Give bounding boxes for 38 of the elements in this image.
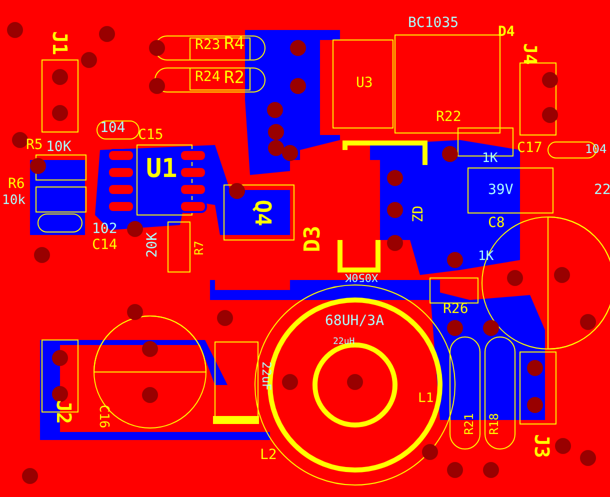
- component-designator: Q4: [250, 200, 272, 226]
- component-designator: R5: [26, 138, 43, 152]
- component-designator: J3: [532, 434, 552, 458]
- component-designator: R6: [8, 177, 25, 191]
- component-designator: D4: [498, 25, 515, 39]
- component-designator: L2: [260, 448, 277, 462]
- component-designator: R24: [195, 70, 220, 84]
- component-designator: C8: [488, 216, 505, 230]
- component-value: 10k: [2, 194, 26, 207]
- component-designator: J1: [50, 30, 70, 56]
- component-value: 104: [100, 121, 126, 135]
- component-designator: R18: [488, 413, 500, 435]
- component-designator: U3: [356, 76, 373, 90]
- component-designator: ZD: [411, 206, 426, 222]
- component-designator: R22: [436, 110, 462, 124]
- component-value: 22uF: [260, 362, 272, 390]
- component-value: 22: [594, 183, 610, 197]
- component-value: 102: [92, 222, 118, 236]
- component-designator: C17: [517, 141, 542, 155]
- component-designator: J4: [520, 43, 538, 65]
- component-designator: R23: [195, 38, 220, 52]
- component-designator: L1: [418, 392, 434, 405]
- component-designator: U1: [146, 156, 178, 182]
- component-designator: J2: [54, 400, 74, 424]
- component-designator: C15: [138, 128, 164, 142]
- component-value: 10K: [46, 140, 72, 154]
- component-designator: C14: [92, 238, 118, 252]
- component-value: 68UH/3A: [325, 314, 384, 328]
- component-value: BC1035: [408, 16, 459, 30]
- component-value: 22uH: [333, 338, 355, 347]
- component-designator: R7: [193, 240, 206, 256]
- component-designator: R21: [462, 413, 475, 435]
- component-designator: R2: [224, 70, 244, 87]
- component-value: 20K: [146, 232, 160, 258]
- component-value: 39V: [488, 183, 514, 197]
- component-designator: C16: [97, 404, 110, 428]
- component-designator: D3: [302, 226, 324, 252]
- component-value: X050K: [345, 272, 378, 283]
